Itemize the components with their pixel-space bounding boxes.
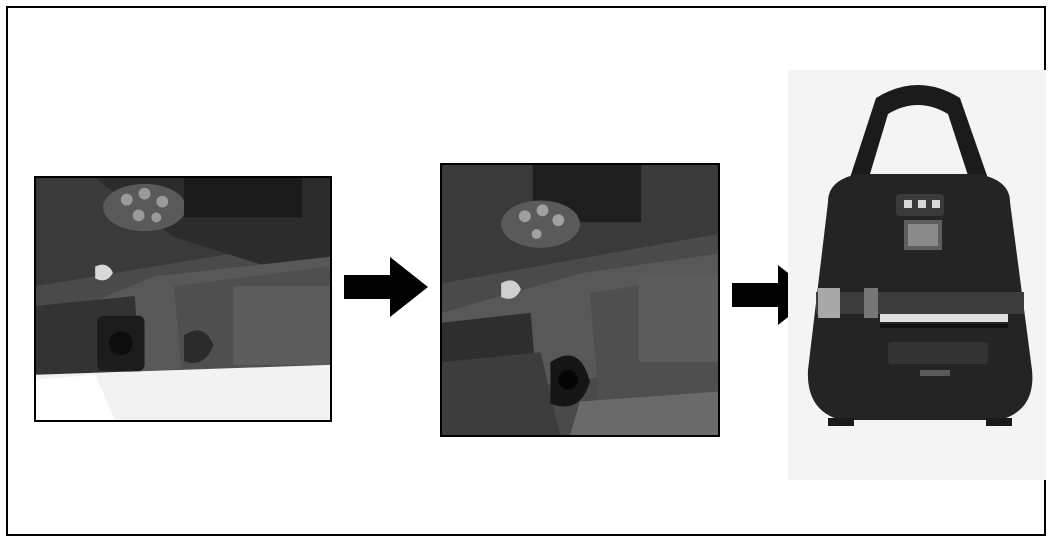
step-3-photo <box>788 70 1046 480</box>
printer-with-carry-case-icon <box>788 70 1046 480</box>
connector-arrow-1 <box>340 255 432 319</box>
step-1-photo <box>34 176 332 422</box>
arrow-right-icon <box>340 255 432 319</box>
printer-port-connected-icon <box>442 165 718 435</box>
step-2-photo <box>440 163 720 437</box>
printer-port-closeup-icon <box>36 178 330 420</box>
